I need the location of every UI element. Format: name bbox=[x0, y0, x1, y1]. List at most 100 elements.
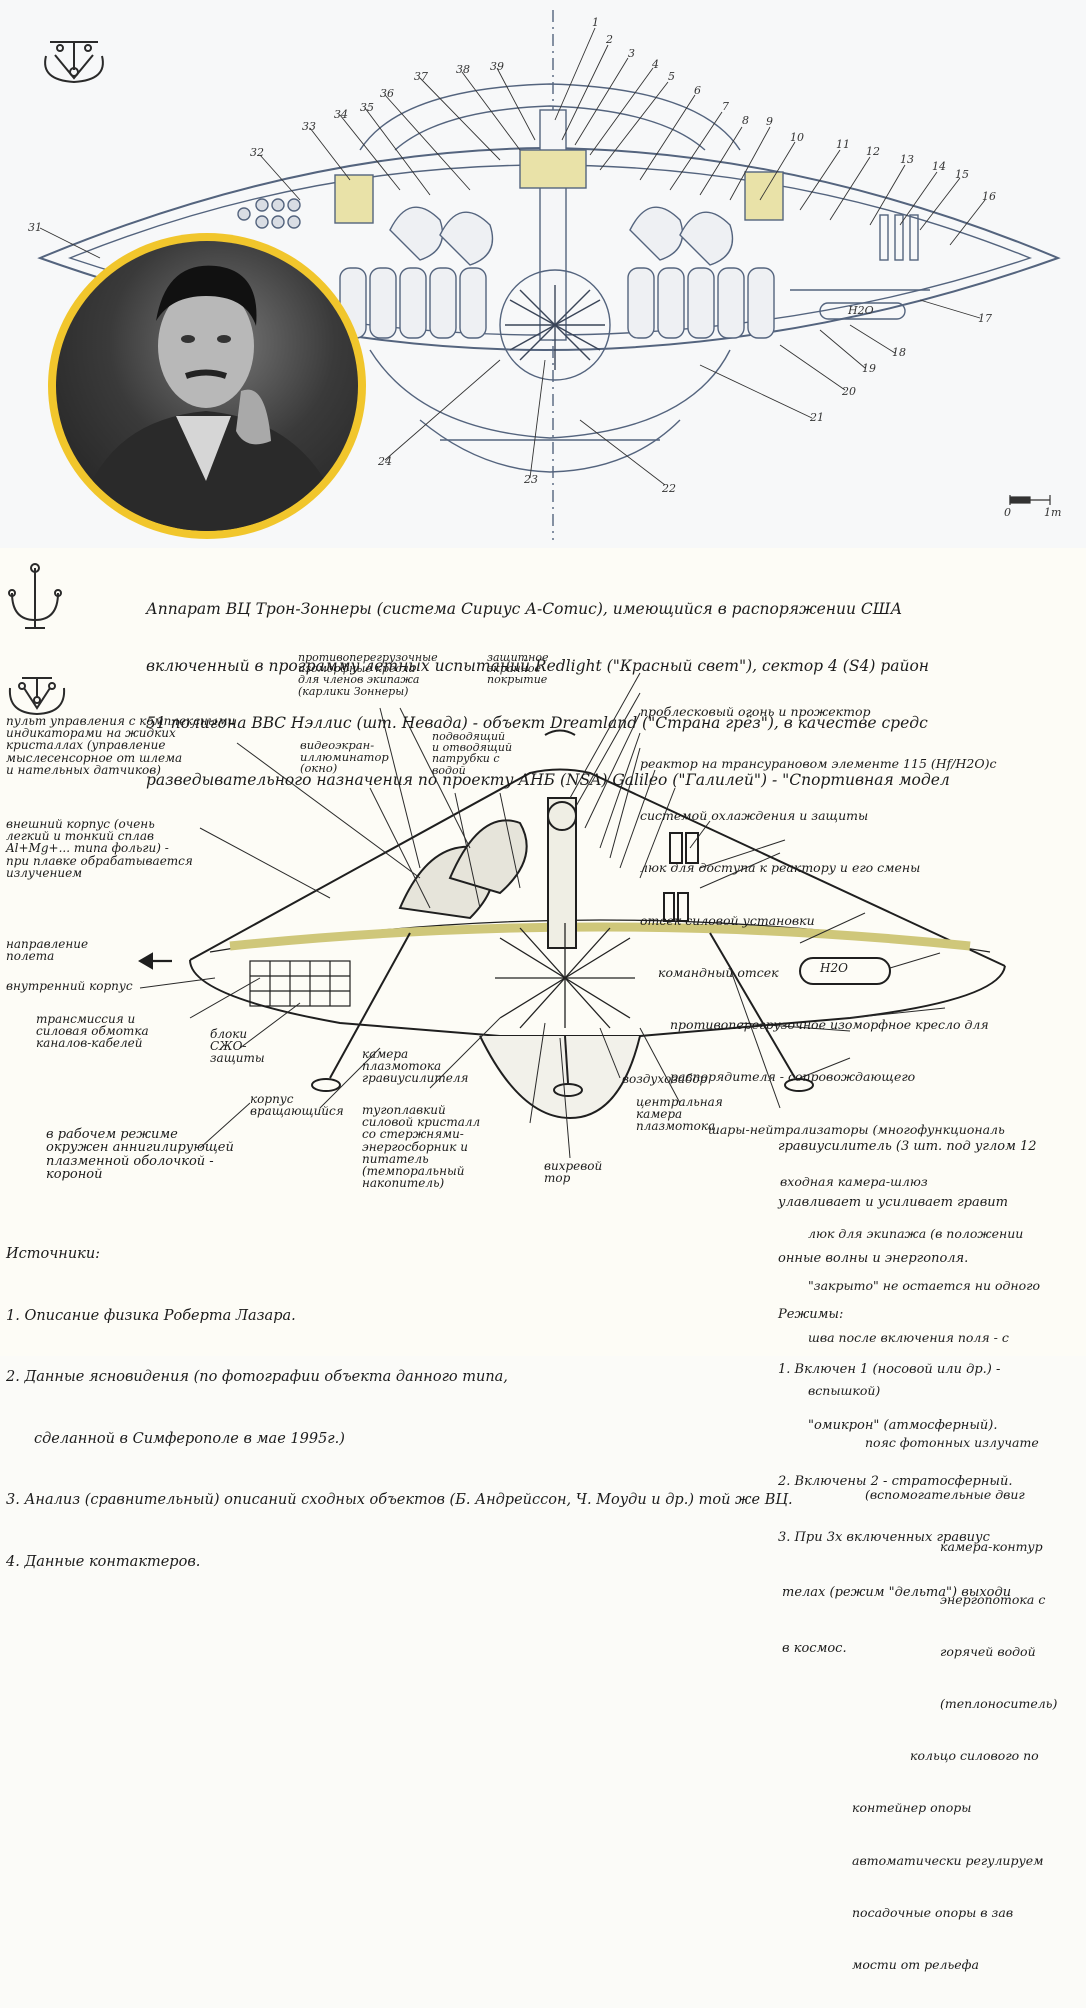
label-water-pipes: подводящий и отводящий патрубки с водой bbox=[432, 730, 513, 777]
callout-number: 3 bbox=[628, 47, 635, 60]
label-reactor-hatch: люк для доступа к реактору и его смены bbox=[640, 860, 921, 876]
grav-line: телах (режим "дельта") выходи bbox=[782, 1585, 1012, 1601]
portrait-photo bbox=[56, 241, 358, 531]
label-support-container: контейнер опоры bbox=[852, 1800, 972, 1816]
callout-number: 10 bbox=[790, 131, 804, 144]
label-viewscreen: видеоэкран- иллюминатор (окно) bbox=[300, 738, 389, 776]
label-central-chamber: центральная камера плазмотока bbox=[636, 1095, 723, 1134]
title-block: Аппарат ВЦ Трон-Зоннеры (система Сириус … bbox=[146, 562, 950, 828]
scale-end: 1m bbox=[1044, 506, 1062, 519]
callout-number: 31 bbox=[28, 221, 42, 234]
callout-number: 23 bbox=[524, 473, 538, 486]
callout-number: 32 bbox=[250, 146, 264, 159]
grav-line: 3. При 3х включенных гравиус bbox=[778, 1529, 990, 1545]
label-escort-seat: противоперегрузочное изоморфное кресло д… bbox=[670, 1017, 989, 1033]
portrait-frame bbox=[48, 233, 366, 539]
gravity-amplifier-block: гравиусилитель (3 шт. под углом 12 улавл… bbox=[778, 1101, 1037, 1696]
grav-line: Режимы: bbox=[778, 1306, 844, 1322]
callout-number: 5 bbox=[668, 70, 675, 83]
label-control-panel: пульт управления с комплексными индикато… bbox=[6, 714, 236, 777]
callout-number: 6 bbox=[694, 84, 701, 97]
grav-line: "омикрон" (атмосферный). bbox=[808, 1418, 998, 1434]
callout-number: 24 bbox=[378, 455, 392, 468]
callout-number: 11 bbox=[836, 138, 850, 151]
label-vortex-torus: вихревой тор bbox=[544, 1159, 603, 1186]
callout-number: 2 bbox=[606, 33, 613, 46]
source-item: 4. Данные контактеров. bbox=[6, 1553, 201, 1570]
grav-line: 1. Включен 1 (носовой или др.) - bbox=[778, 1362, 1001, 1378]
label-seam: шва после включения поля - с bbox=[808, 1330, 1009, 1346]
callout-number: 13 bbox=[900, 153, 914, 166]
blueprint-panel: 1 2 3 4 5 6 7 8 9 10 11 12 13 14 15 16 1… bbox=[0, 0, 1086, 548]
label-air-intake: воздухозабор bbox=[622, 1072, 708, 1086]
label-crystal: тугоплавкий силовой кристалл со стержням… bbox=[362, 1103, 481, 1191]
callout-number: 14 bbox=[932, 160, 946, 173]
source-item: 2. Данные ясновидения (по фотографии объ… bbox=[6, 1369, 508, 1385]
callout-number: 33 bbox=[302, 120, 316, 133]
callout-number: 4 bbox=[652, 58, 659, 71]
blueprint-drawing bbox=[37, 10, 1061, 540]
label-command: командный отсек bbox=[658, 964, 779, 980]
callout-number: 9 bbox=[766, 115, 773, 128]
h2o-capsule-label: H2O bbox=[820, 961, 848, 975]
callout-number: 34 bbox=[334, 108, 348, 121]
label-airlock: входная камера-шлюз bbox=[780, 1173, 928, 1189]
callout-number: 36 bbox=[380, 87, 394, 100]
source-item: 1. Описание физика Роберта Лазара. bbox=[6, 1307, 296, 1324]
grav-line: 2. Включены 2 - стратосферный. bbox=[778, 1473, 1013, 1489]
label-coolant: (теплоноситель) bbox=[940, 1695, 1058, 1711]
scale-zero: 0 bbox=[1004, 506, 1011, 519]
title-line: Аппарат ВЦ Трон-Зоннеры (система Сириус … bbox=[146, 600, 903, 618]
callout-number: 20 bbox=[842, 385, 856, 398]
scale-bar bbox=[1009, 495, 1051, 505]
callout-number: 19 bbox=[862, 362, 876, 375]
callout-number: 17 bbox=[978, 312, 992, 325]
source-item: 3. Анализ (сравнительный) описаний сходн… bbox=[6, 1492, 793, 1508]
label-terrain: мости от рельефа bbox=[852, 1957, 979, 1973]
label-crew-hatch: люк для экипажа (в положении bbox=[808, 1226, 1024, 1241]
title-line: включенный в программу летных испытаний … bbox=[146, 657, 929, 675]
label-flight-direction: направление полета bbox=[6, 937, 89, 964]
label-neutralizers: шары-нейтрализаторы (многофункциональ bbox=[708, 1121, 1005, 1137]
label-corona: в рабочем режиме окружен аннигилирующей … bbox=[46, 1127, 234, 1182]
label-outer-hull: внешний корпус (очень легкий и тонкий сп… bbox=[6, 817, 193, 880]
label-escort: распорядителя - сопровождающего bbox=[670, 1069, 916, 1085]
label-szho-blocks: блоки СЖО- защиты bbox=[210, 1027, 265, 1066]
callout-number: 35 bbox=[360, 101, 374, 114]
label-seats: противоперегрузочные изоморфные кресла д… bbox=[298, 651, 438, 698]
grav-line: гравиусилитель (3 шт. под углом 12 bbox=[778, 1139, 1037, 1155]
callout-number: 1 bbox=[592, 16, 599, 29]
portrait-figure bbox=[76, 265, 346, 531]
callout-number: 38 bbox=[456, 63, 470, 76]
label-plasma-chamber: камера плазмотока гравиусилителя bbox=[362, 1047, 469, 1086]
callout-number: 7 bbox=[722, 100, 729, 113]
title-line: 51 полигона ВВС Нэллис (шт. Невада) - об… bbox=[146, 714, 928, 732]
label-cooling: системой охлаждения и защиты bbox=[640, 808, 869, 824]
grav-line: онные волны и энергополя. bbox=[778, 1250, 969, 1266]
sirius-small-logo-icon bbox=[8, 677, 66, 716]
callout-number: 39 bbox=[490, 60, 504, 73]
label-inner-hull: внутренний корпус bbox=[6, 979, 133, 993]
grav-line: в космос. bbox=[782, 1641, 847, 1657]
callout-number: 12 bbox=[866, 145, 880, 158]
label-power-bay: отсек силовой установки bbox=[640, 912, 815, 928]
callout-number: 21 bbox=[810, 411, 824, 424]
callout-number: 16 bbox=[982, 190, 996, 203]
label-transmission: трансмиссия и силовая обмотка каналов-ка… bbox=[36, 1012, 149, 1051]
trident-logo-icon bbox=[8, 563, 62, 629]
label-auto-adjust: автоматически регулируем bbox=[852, 1852, 1044, 1868]
label-landing-legs: посадочные опоры в зав bbox=[852, 1904, 1014, 1920]
sources-heading: Источники: bbox=[6, 1246, 101, 1262]
label-beacon: проблесковый огонь и прожектор bbox=[640, 703, 871, 719]
sirius-logo-icon bbox=[44, 41, 104, 84]
label-rotating-hull: корпус вращающийся bbox=[250, 1092, 344, 1119]
callout-number: 8 bbox=[742, 114, 749, 127]
label-force-ring: кольцо силового по bbox=[910, 1748, 1039, 1764]
schematic-drawing bbox=[8, 563, 1006, 1159]
grav-line: улавливает и усиливает гравит bbox=[778, 1194, 1008, 1210]
label-closed: "закрыто" не остается ни одного bbox=[808, 1278, 1041, 1294]
callout-number: 22 bbox=[662, 482, 676, 495]
sources-block: Источники: 1. Описание физика Роберта Ла… bbox=[6, 1203, 793, 1613]
label-reactor: реактор на трансурановом элементе 115 (H… bbox=[640, 756, 997, 772]
callout-number: 15 bbox=[955, 168, 969, 181]
